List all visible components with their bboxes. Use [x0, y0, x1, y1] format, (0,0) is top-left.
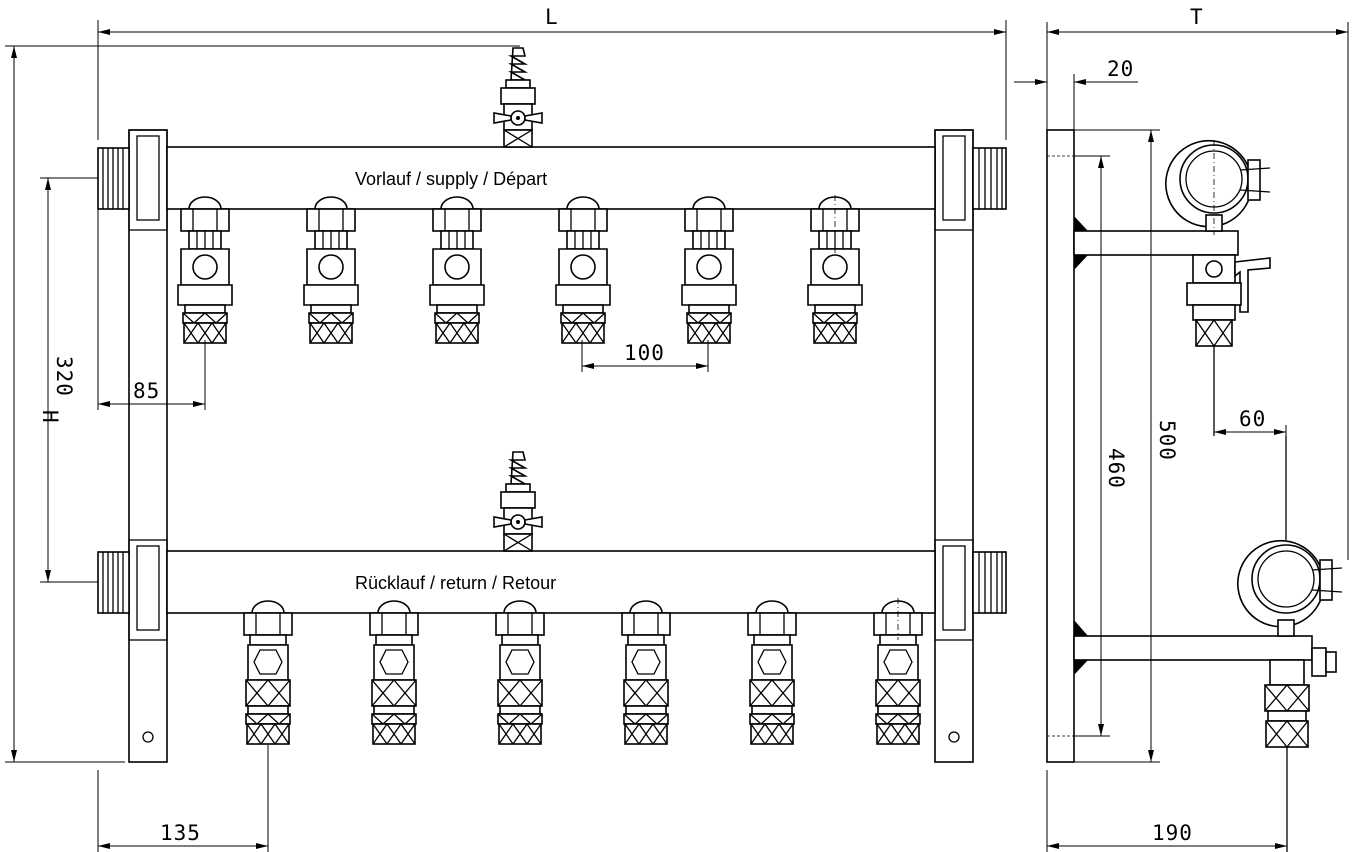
return-outlet-valve: [747, 600, 797, 745]
dimensions: L H 320 85 100 135 T: [5, 5, 1349, 852]
return-outlet-valve: [873, 600, 923, 745]
supply-label: Vorlauf / supply / Départ: [355, 169, 547, 189]
supply-vent-valve: [493, 47, 543, 148]
return-outlets: [243, 598, 923, 745]
dim-20: 20: [1107, 57, 1134, 81]
supply-outlet-valve: [303, 196, 359, 344]
dim-H: H: [38, 410, 62, 424]
supply-outlets: [177, 195, 863, 344]
upper-pipe-clamp: [1165, 139, 1271, 235]
supply-outlet-valve: [177, 196, 233, 344]
side-view: [1046, 129, 1343, 852]
mounting-hole: [948, 731, 960, 743]
lower-pipe-clamp: [1237, 436, 1343, 637]
upper-side-valve: [1186, 254, 1271, 436]
supply-outlet-valve: [555, 196, 611, 344]
dim-500: 500: [1155, 420, 1179, 461]
mounting-hole: [142, 731, 154, 743]
dim-100: 100: [624, 341, 665, 365]
dim-L: L: [545, 5, 559, 29]
dim-190: 190: [1152, 821, 1193, 845]
return-outlet-valve: [369, 600, 419, 745]
supply-outlet-valve: [429, 196, 485, 344]
dim-85: 85: [133, 379, 160, 403]
return-outlet-valve: [621, 600, 671, 745]
return-bar: [97, 550, 1007, 614]
dim-460: 460: [1104, 448, 1128, 489]
left-bracket: [128, 129, 168, 763]
return-label: Rücklauf / return / Retour: [355, 573, 556, 593]
dim-T: T: [1190, 5, 1204, 29]
supply-outlet-valve: [681, 196, 737, 344]
supply-outlet-valve: [807, 196, 863, 344]
dim-135: 135: [160, 821, 201, 845]
lower-side-valve: [1264, 647, 1337, 852]
dim-60: 60: [1239, 407, 1266, 431]
return-vent-valve: [493, 451, 543, 552]
supply-bar: [97, 146, 1007, 210]
dim-320: 320: [52, 356, 76, 397]
right-bracket: [934, 129, 974, 763]
return-outlet-valve: [243, 600, 293, 745]
return-outlet-valve: [495, 600, 545, 745]
front-view: Vorlauf / supply / Départ Rücklauf / ret…: [97, 47, 1007, 763]
